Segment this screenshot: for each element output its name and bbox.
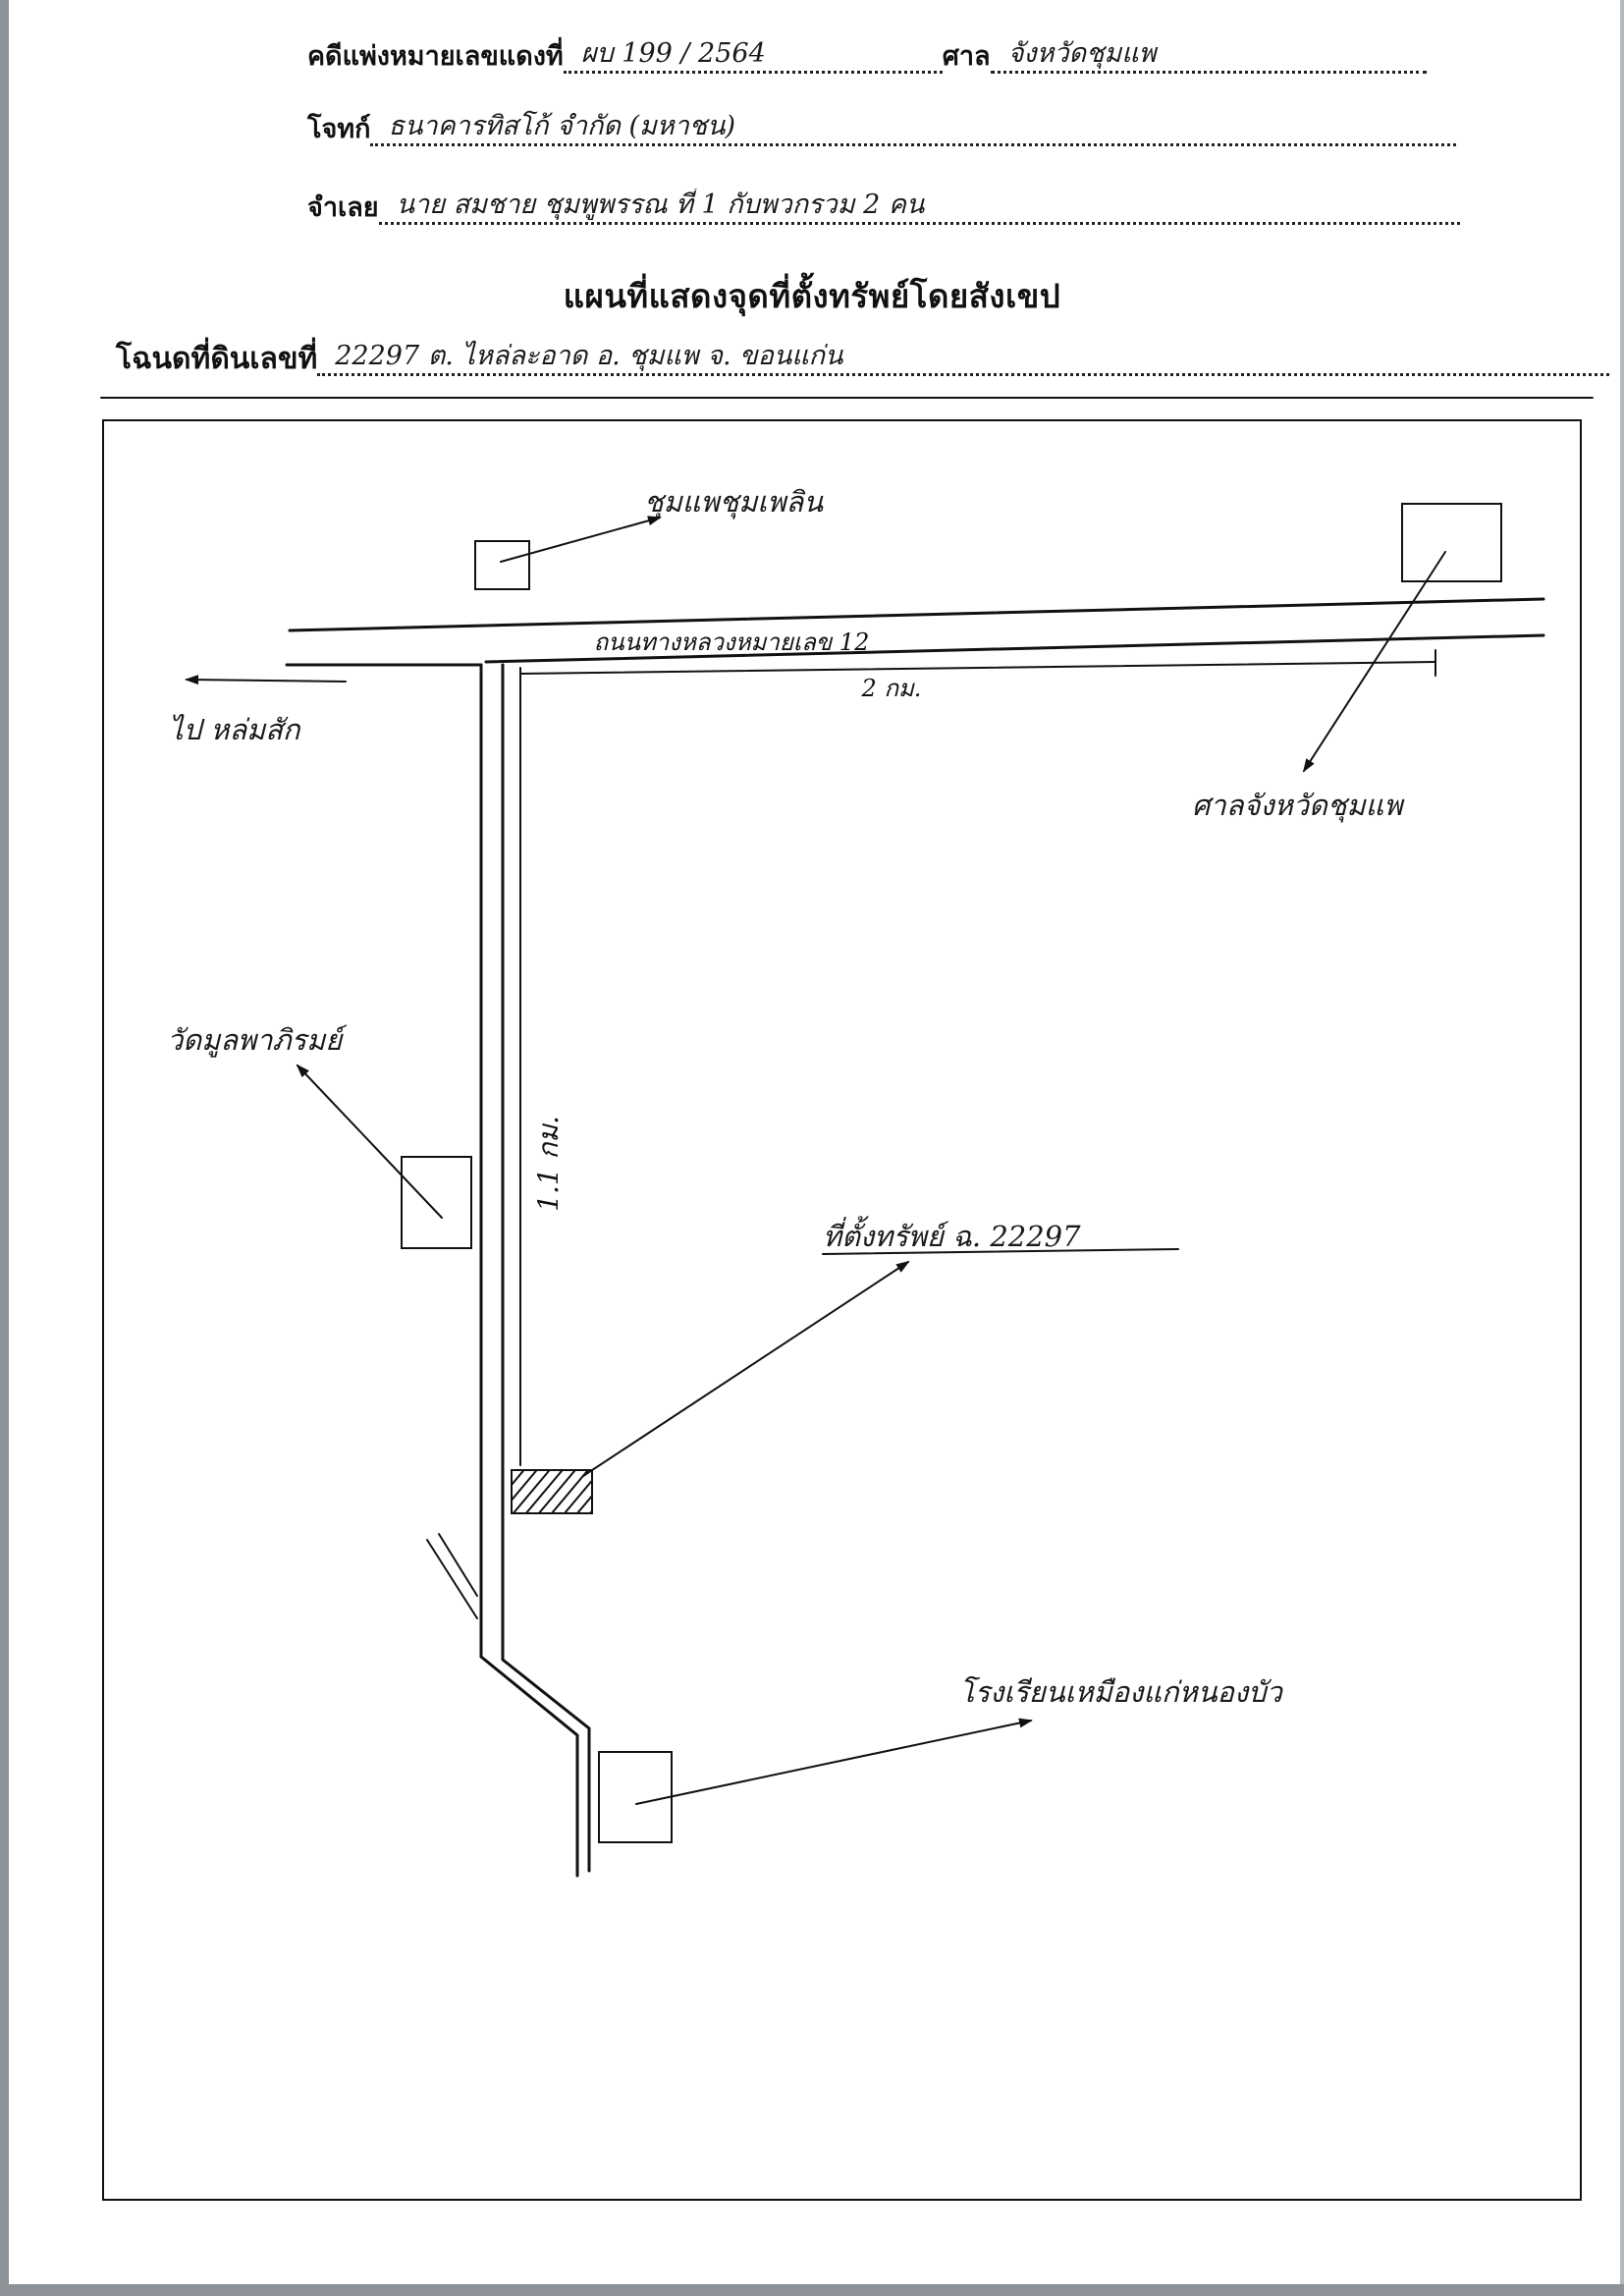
school-top-box (474, 540, 530, 590)
school-top-arrow (500, 516, 662, 563)
distance-horizontal-line (519, 661, 1436, 675)
court-value: จังหวัดชุมแพ (990, 37, 1427, 74)
plaintiff-label: โจทก์ (307, 114, 371, 144)
distance-horizontal-label: 2 กม. (861, 675, 922, 702)
distance-vertical-label: 1.1 กม. (532, 1116, 565, 1212)
highway-lower-edge (484, 633, 1545, 664)
side-road-left-edge (479, 663, 579, 1878)
court-label: ศาล (942, 41, 991, 72)
direction-left-arrow (185, 675, 347, 685)
map-frame (102, 419, 1582, 2201)
temple-arrow (296, 1064, 443, 1219)
property-label: ที่ตั้งทรัพย์ ฉ. 22297 (823, 1220, 1081, 1253)
temple-box (401, 1156, 472, 1249)
property-plot (511, 1469, 593, 1514)
court-office-arrow (1302, 551, 1446, 773)
scan-edge-bottom (0, 2284, 1624, 2296)
case-number-label: คดีแพ่งหมายเลขแดงที่ (307, 41, 564, 72)
property-arrow (582, 1260, 910, 1477)
defendant-value: นาย สมชาย ชุมพูพรรณ ที่ 1 กับพวกรวม 2 คน (378, 189, 1460, 225)
defendant-label: จำเลย (307, 192, 379, 223)
school-bottom-box (598, 1751, 673, 1843)
highway-label: ถนนทางหลวงหมายเลข 12 (594, 629, 870, 656)
side-road-right-edge (501, 663, 591, 1873)
map-title: แผนที่แสดงจุดที่ตั้งทรัพย์โดยสังเขป (563, 277, 1061, 315)
branch-road-1 (426, 1539, 478, 1619)
highway-upper-edge (288, 597, 1545, 632)
branch-road-2 (438, 1533, 478, 1597)
school-top-label: ชุมแพชุมเพลิน (644, 485, 824, 519)
school-bottom-label: โรงเรียนเหมืองแก่หนองบัว (959, 1675, 1282, 1709)
plaintiff-value: ธนาคารทิสโก้ จำกัด (มหาชน) (370, 110, 1457, 146)
scan-edge-right (1620, 0, 1624, 2296)
scan-edge-left (0, 0, 9, 2296)
property-label-underline (822, 1248, 1179, 1255)
deed-label: โฉนดที่ดินเลขที่ (116, 342, 318, 376)
deed-value: 22297 ต. ไหล่ละอาด อ. ชุมแพ จ. ขอนแก่น (317, 340, 1610, 376)
direction-left-label: ไป หล่มสัก (169, 713, 300, 746)
case-number-value: ผบ 199 / 2564 (563, 37, 943, 74)
temple-label: วัดมูลพาภิรมย์ (167, 1023, 343, 1057)
deed-row: โฉนดที่ดินเลขที่ 22297 ต. ไหล่ละอาด อ. ช… (116, 340, 1610, 376)
plaintiff-row: โจทก์ ธนาคารทิสโก้ จำกัด (มหาชน) (307, 110, 1457, 146)
court-office-box (1401, 503, 1502, 582)
case-number-row: คดีแพ่งหมายเลขแดงที่ ผบ 199 / 2564 ศาล จ… (307, 37, 1427, 74)
school-bottom-arrow (635, 1718, 1033, 1805)
court-office-label: ศาลจังหวัดชุมแพ (1192, 789, 1403, 822)
defendant-row: จำเลย นาย สมชาย ชุมพูพรรณ ที่ 1 กับพวกรว… (307, 189, 1460, 225)
